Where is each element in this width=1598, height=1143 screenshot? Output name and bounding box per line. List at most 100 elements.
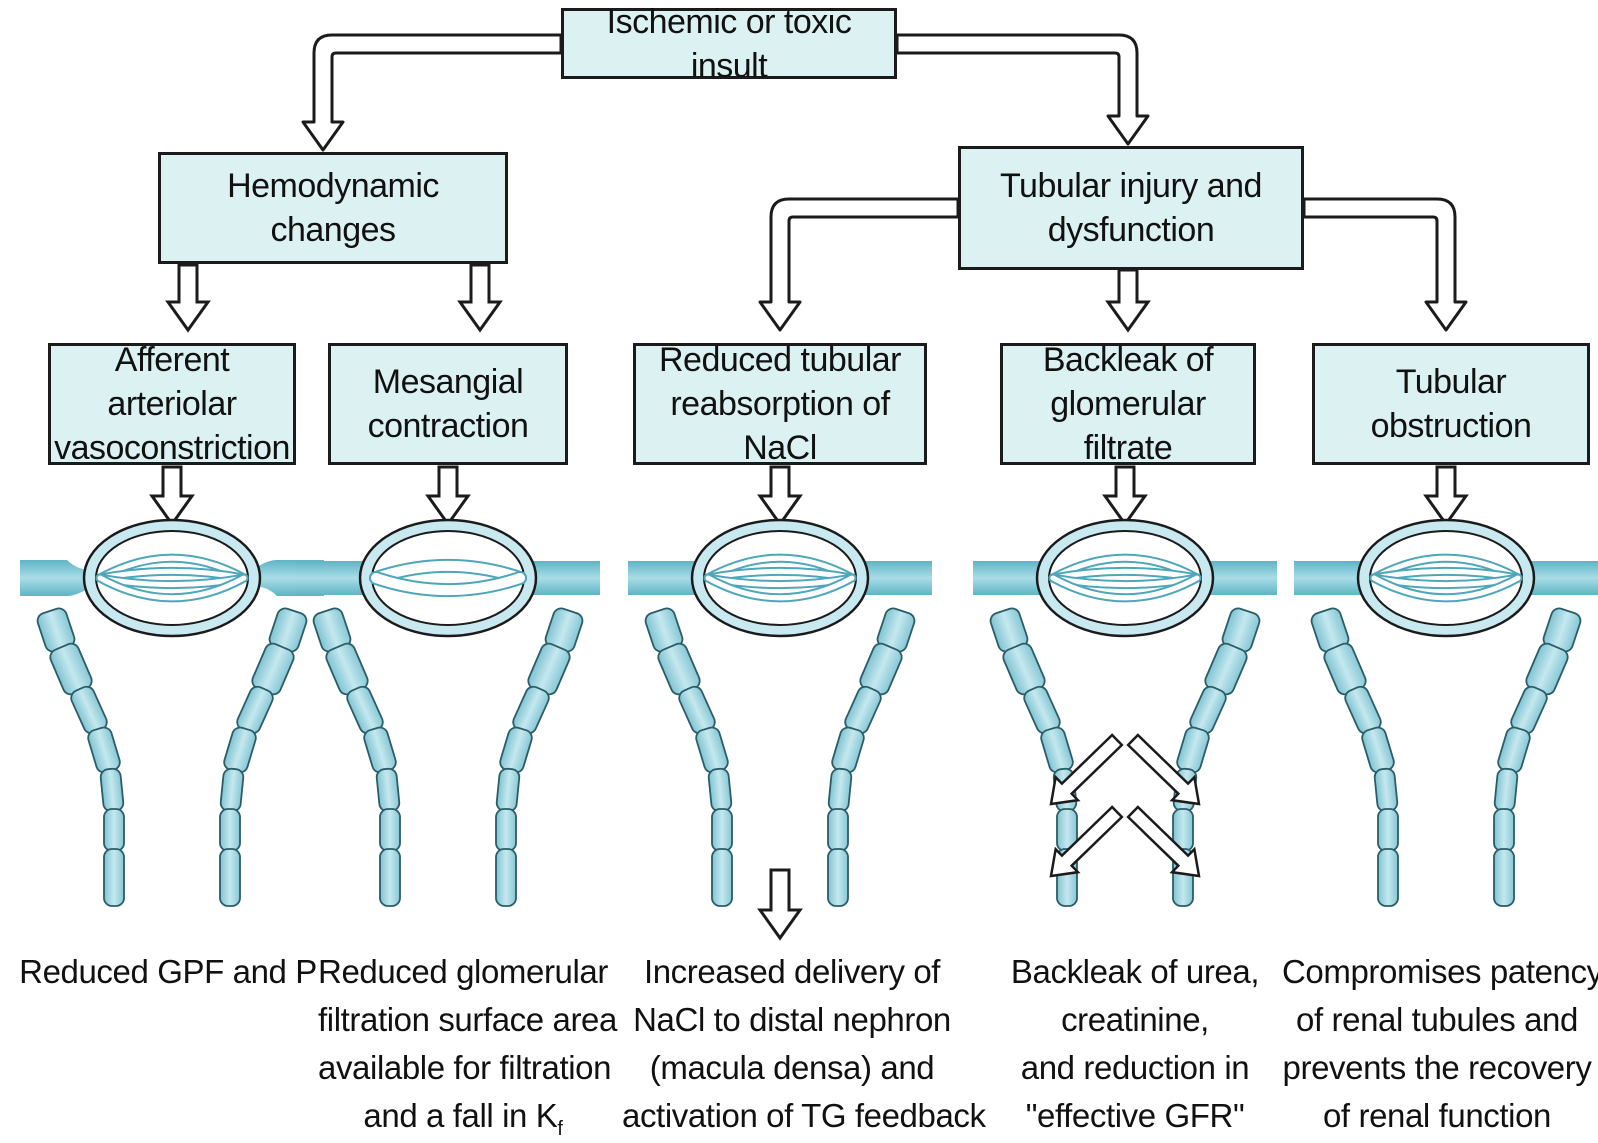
outcome-line: Compromises patency: [1282, 953, 1598, 990]
capillary-lumen: [1371, 568, 1521, 581]
capillary-lumen: [1050, 575, 1200, 601]
tubule-segment: [99, 767, 125, 813]
backleak-arrow: [1126, 805, 1201, 878]
mechanism-label-line1: Backleak of: [1042, 341, 1214, 379]
arrow-tubular-to-backleak: [1105, 268, 1151, 333]
outcome-line: and reduction in: [1020, 1049, 1250, 1086]
tubule-segment: [219, 767, 245, 813]
nephron-afferent: [20, 518, 324, 907]
outcome-line: creatinine,: [1061, 1001, 1209, 1038]
insult-box: Ischemic or toxic insult: [561, 3, 897, 85]
arrow-hemodynamic-to-mesangial: [457, 263, 503, 333]
backleak-arrow: [1049, 805, 1124, 878]
arrow-mechanism-2-to-nephron: [425, 465, 471, 527]
capillary-lumen: [1371, 575, 1521, 601]
mechanism-label-line1: Tubular obstruction: [1370, 363, 1532, 445]
mechanism-label-line1: Mesangial: [372, 363, 524, 401]
capillary-lumen: [705, 555, 855, 581]
tubule-segment: [363, 726, 397, 774]
flow-arrows: [149, 33, 1469, 941]
tubule-segment: [1361, 726, 1395, 774]
outcome-line: filtration surface area: [318, 1001, 617, 1038]
capillary-lumen: [705, 568, 855, 581]
outcome-increased-delivery: Increased delivery of NaCl to distal nep…: [622, 948, 986, 1140]
outcome-line: Reduced GPF and P: [19, 953, 317, 990]
mechanism-label-line1: Reduced tubular: [658, 341, 902, 379]
capillary-lumen: [705, 575, 855, 601]
mechanism-label-line2: reabsorption of NaCl: [670, 385, 890, 467]
tubule-segment: [827, 808, 849, 852]
backleak-filtrate-box: Backleak of glomerular filtrate: [1000, 341, 1256, 467]
arrow-tubular-to-reabsorption: [758, 197, 960, 332]
kf-subscript: f: [557, 1118, 563, 1140]
outcome-reduced-gpf: Reduced GPF and P: [18, 948, 318, 996]
tubule-segment: [1493, 767, 1519, 813]
arrow-insult-to-hemodynamic: [301, 33, 563, 152]
tubule-segment: [711, 808, 733, 852]
capillary-lumen: [97, 568, 247, 581]
nephron-backleak: [973, 518, 1277, 907]
nephron-illustrations: [20, 518, 1598, 907]
outcome-line: activation of TG feedback: [622, 1097, 986, 1134]
tubule-segment: [827, 767, 853, 813]
arrow-distal-delivery: [757, 868, 803, 941]
outcome-line: Reduced glomerular: [318, 953, 608, 990]
arrow-mechanism-3-to-nephron: [757, 465, 803, 527]
outcome-line: "effective GFR": [1025, 1097, 1245, 1134]
tubule-segment: [695, 726, 729, 774]
tubule-segment: [1176, 726, 1210, 774]
insult-label: Ischemic or toxic insult: [606, 2, 852, 85]
tubule-segment: [219, 808, 241, 852]
nephron-mesangial: [296, 518, 600, 907]
outcome-line: NaCl to distal nephron: [633, 1001, 951, 1038]
outcome-line: available for filtration: [318, 1049, 612, 1086]
tubule-segment: [1040, 726, 1074, 774]
tubule-segment: [1377, 848, 1399, 907]
tubular-label-line2: dysfunction: [1047, 211, 1215, 249]
outcome-line: Increased delivery of: [643, 953, 941, 990]
arrow-mechanism-1-to-nephron: [149, 465, 195, 527]
capillary-lumen: [1371, 575, 1521, 588]
tubule-segment: [831, 726, 865, 774]
capillary-lumen: [97, 555, 247, 581]
arrow-mechanism-5-to-nephron: [1423, 465, 1469, 527]
arrow-mechanism-4-to-nephron: [1102, 465, 1148, 527]
tubule-segment: [1377, 808, 1399, 852]
nephron-reabsorption: [628, 518, 932, 907]
tubule-segment: [707, 767, 733, 813]
tubular-obstruction-box: Tubular obstruction: [1312, 343, 1590, 465]
outcome-line: of renal function: [1322, 1097, 1552, 1134]
arrow-hemodynamic-to-afferent: [165, 263, 211, 333]
mesangial-contraction-box: Mesangial contraction: [328, 343, 568, 465]
outcome-compromised-patency: Compromises patency of renal tubules and…: [1282, 948, 1598, 1140]
tubule-segment: [223, 726, 257, 774]
outcome-line: (macula densa) and: [649, 1049, 935, 1086]
tubule-segment: [375, 767, 401, 813]
outcome-line-kf: and a fall in Kf: [318, 1092, 608, 1143]
tubule-segment: [379, 808, 401, 852]
tubule-segment: [103, 848, 125, 907]
arrow-insult-to-tubular: [895, 33, 1150, 146]
mechanism-label-line2: vasoconstriction: [54, 429, 290, 467]
tubule-segment: [379, 848, 401, 907]
backleak-arrow: [1126, 733, 1201, 806]
arrow-tubular-to-obstruction: [1302, 197, 1468, 332]
tubule-segment: [495, 767, 521, 813]
tubule-segment: [827, 848, 849, 907]
tubule-segment: [219, 848, 241, 907]
capillary-lumen: [97, 575, 247, 588]
backleak-arrow: [1049, 733, 1124, 806]
tubular-label-line1: Tubular injury and: [1000, 167, 1262, 205]
capillary-lumen: [1050, 555, 1200, 581]
capillary-lumen: [1371, 555, 1521, 581]
outcome-line: prevents the recovery: [1282, 1049, 1592, 1086]
tubule-segment: [87, 726, 121, 774]
tubule-segment: [1493, 808, 1515, 852]
reduced-reabsorption-box: Reduced tubular reabsorption of NaCl: [633, 341, 927, 467]
outcome-reduced-filtration-area: Reduced glomerular filtration surface ar…: [318, 948, 617, 1143]
capillary-lumen: [371, 573, 525, 596]
afferent-vasoconstriction-box: Afferent arteriolar vasoconstriction: [48, 341, 296, 467]
tubule-segment: [103, 808, 125, 852]
capillary-lumen: [1050, 575, 1200, 588]
mechanism-label-line2: contraction: [367, 407, 529, 445]
